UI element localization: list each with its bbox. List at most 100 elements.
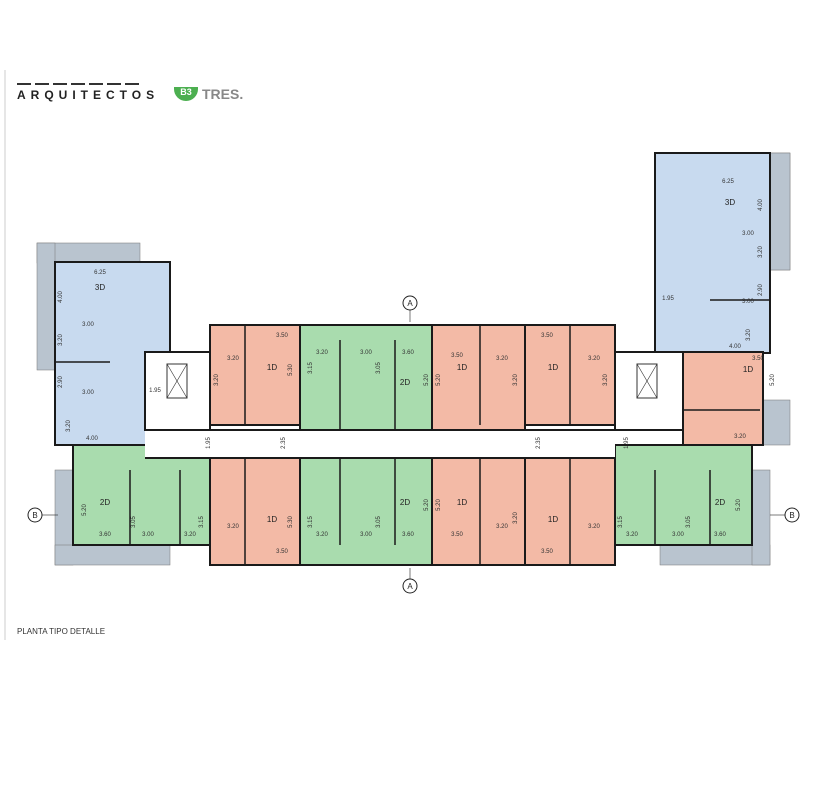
dimension-label: 5.30 [288, 364, 294, 376]
dimension-label: 1.95 [662, 296, 674, 302]
dimension-label: 3.00 [360, 350, 372, 356]
dimension-label: 3.50 [276, 333, 288, 339]
unit-type-label: 1D [548, 363, 558, 372]
dimension-label: 5.20 [424, 374, 430, 386]
dimension-label: 3.00 [742, 299, 754, 305]
drawing-caption: PLANTA TIPO DETALLE [17, 627, 106, 636]
dimension-label: 3.00 [142, 532, 154, 538]
dimension-label: 3.50 [541, 549, 553, 555]
apartment-unit [654, 152, 771, 354]
dimension-label: 5.30 [288, 516, 294, 528]
developer-logo: B3 TRES. [174, 86, 243, 102]
apartment-unit [431, 457, 526, 566]
dimension-label: 2.90 [758, 284, 764, 296]
section-marker-label: A [407, 582, 413, 591]
dimension-label: 5.20 [436, 499, 442, 511]
dimension-label: 1.95 [206, 437, 212, 449]
unit-type-label: 2D [400, 378, 410, 387]
dimension-label: 3.60 [402, 532, 414, 538]
unit-type-label: 1D [457, 498, 467, 507]
apartment-unit [614, 444, 753, 546]
terrace [36, 242, 56, 371]
dimension-label: 3.20 [227, 356, 239, 362]
dimension-label: 4.00 [86, 436, 98, 442]
dimension-label: 2.35 [281, 437, 287, 449]
dimension-label: 3.00 [360, 532, 372, 538]
elevator-shaft [636, 363, 658, 399]
dimension-label: 3.20 [513, 512, 519, 524]
dimension-label: 3.05 [131, 516, 137, 528]
section-marker-label: A [407, 299, 413, 308]
elevator-cross [636, 363, 658, 399]
unit-type-label: 1D [267, 515, 277, 524]
dimension-label: 3.05 [686, 516, 692, 528]
apartment-unit [72, 444, 211, 546]
dimension-label: 3.20 [58, 334, 64, 346]
unit-type-label: 2D [100, 498, 110, 507]
stair-core [614, 351, 684, 431]
elevator-cross [166, 363, 188, 399]
dimension-label: 3.15 [199, 516, 205, 528]
dimension-label: 3.20 [513, 374, 519, 386]
apartment-unit [209, 324, 301, 426]
dimension-label: 3.20 [316, 532, 328, 538]
dimension-label: 3.00 [82, 322, 94, 328]
dimension-label: 5.20 [436, 374, 442, 386]
dimension-label: 5.20 [770, 374, 776, 386]
apartment-unit [299, 457, 433, 566]
terrace [751, 469, 771, 566]
dimension-label: 3.60 [99, 532, 111, 538]
dimension-label: 3.20 [66, 420, 72, 432]
dimension-label: 1.95 [149, 388, 161, 394]
dimension-label: 4.00 [58, 291, 64, 303]
dimension-label: 3.20 [588, 356, 600, 362]
apartment-unit [299, 324, 433, 431]
dimension-label: 3.20 [214, 374, 220, 386]
unit-type-label: 3D [95, 283, 105, 292]
developer-logo-badge: B3 [174, 87, 198, 101]
dimension-label: 3.00 [672, 532, 684, 538]
dimension-label: 2.35 [536, 437, 542, 449]
developer-logo-text: TRES. [202, 86, 244, 102]
dimension-label: 5.20 [424, 499, 430, 511]
section-marker-label: B [789, 511, 794, 520]
dimension-label: 4.00 [729, 344, 741, 350]
terrace [54, 544, 171, 566]
dimension-label: 2.90 [58, 376, 64, 388]
dimension-label: 3.15 [618, 516, 624, 528]
dimension-label: 3.00 [742, 231, 754, 237]
unit-type-label: 1D [548, 515, 558, 524]
section-marker-label: B [32, 511, 37, 520]
dimension-label: 3.20 [603, 374, 609, 386]
dimension-label: 5.20 [736, 499, 742, 511]
dimension-label: 3.05 [376, 362, 382, 374]
apartment-unit [431, 324, 526, 431]
corridor [145, 430, 615, 458]
terrace [759, 399, 791, 446]
dimension-label: 3.20 [758, 246, 764, 258]
dimension-label: 5.20 [82, 504, 88, 516]
dimension-label: 3.20 [316, 350, 328, 356]
dimension-label: 3.00 [82, 390, 94, 396]
dimension-label: 3.50 [451, 532, 463, 538]
dimension-label: 3.20 [184, 532, 196, 538]
elevator-shaft [166, 363, 188, 399]
architect-logo: ARQUITECTOS [17, 88, 160, 102]
dimension-label: 3.05 [376, 516, 382, 528]
unit-type-label: 3D [725, 198, 735, 207]
unit-type-label: 1D [457, 363, 467, 372]
dimension-label: 3.60 [402, 350, 414, 356]
dimension-label: 3.50 [276, 549, 288, 555]
dimension-label: 3.20 [626, 532, 638, 538]
unit-type-label: 1D [743, 365, 753, 374]
architect-logo-mark [17, 83, 142, 85]
dimension-label: 3.50 [451, 353, 463, 359]
unit-type-label: 2D [400, 498, 410, 507]
dimension-label: 6.25 [722, 179, 734, 185]
dimension-label: 3.15 [308, 516, 314, 528]
dimension-label: 3.50 [541, 333, 553, 339]
dimension-label: 3.20 [746, 329, 752, 341]
dimension-label: 3.60 [714, 532, 726, 538]
dimension-label: 3.20 [496, 356, 508, 362]
